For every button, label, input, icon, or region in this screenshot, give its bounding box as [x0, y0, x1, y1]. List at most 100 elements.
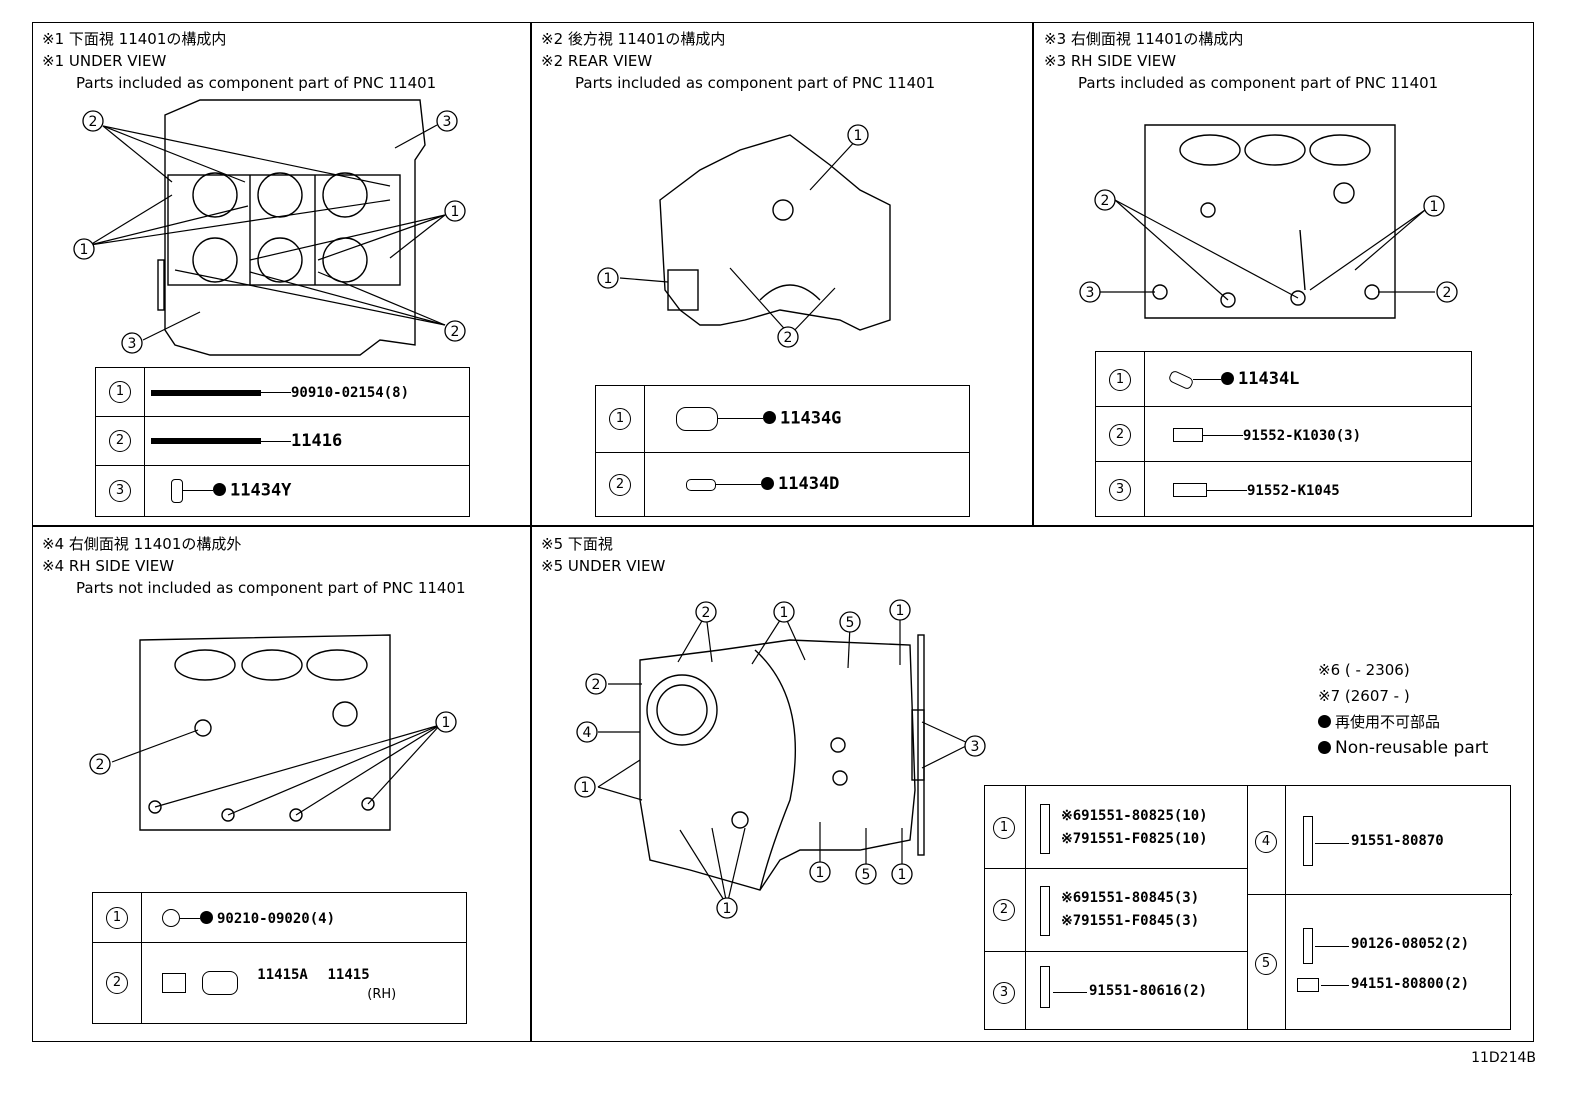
part-number: 91552-K1045: [1247, 482, 1340, 499]
callout-2: 2: [109, 430, 131, 453]
part-number: ※791551-F0845(3): [1061, 913, 1200, 929]
callout-3: 3: [436, 110, 458, 132]
panel-5-header: ※5 下面視 ※5 UNDER VIEW: [541, 533, 665, 577]
svg-text:5: 5: [862, 867, 871, 883]
svg-text:1: 1: [896, 603, 905, 619]
callout-1: 1: [809, 861, 831, 883]
part-number: 11434Y: [230, 480, 292, 501]
non-reusable-marker: [200, 910, 213, 924]
part-number: 91551-80616(2): [1089, 983, 1208, 999]
table-row: 3 11434Y: [95, 464, 470, 518]
non-reusable-marker: [761, 477, 774, 491]
divider: [32, 525, 1534, 527]
callout-1: 1: [1423, 195, 1445, 217]
panel-title: ※5 下面視: [541, 535, 613, 553]
callout-2: 2: [444, 320, 466, 342]
panel-note: Parts included as component part of PNC …: [76, 74, 437, 92]
part-number: 91551-80870: [1351, 833, 1444, 849]
panel-note: Parts included as component part of PNC …: [575, 74, 936, 92]
panel-view: ※5 UNDER VIEW: [541, 557, 666, 575]
callout-5: 5: [1255, 953, 1277, 975]
non-reusable-marker: [213, 483, 226, 497]
svg-text:2: 2: [96, 757, 105, 773]
parts-table-5: 1 2 3 4 5 ※691551-80825(10) ※791551-F082…: [984, 785, 1512, 1030]
callout-2: 2: [777, 326, 799, 348]
table-row: 1 11434L: [1095, 351, 1472, 407]
diagram-frame: [32, 22, 1534, 1042]
divider: [1032, 22, 1034, 526]
panel-1-header: ※1 下面視 11401の構成内 ※1 UNDER VIEW Parts inc…: [42, 28, 436, 94]
panel-4-header: ※4 右側面視 11401の構成外 ※4 RH SIDE VIEW Parts …: [42, 533, 466, 599]
part-number: 91552-K1030(3): [1243, 427, 1362, 444]
svg-text:1: 1: [581, 780, 590, 796]
table-row: 2 11434D: [595, 451, 970, 518]
part-number: 90910-02154(8): [291, 385, 410, 402]
callout-2: 2: [1436, 281, 1458, 303]
table-row: 1 90910-02154(8): [95, 367, 470, 417]
callout-5: 5: [855, 863, 877, 885]
callout-2: 2: [82, 110, 104, 132]
callout-1: 1: [716, 897, 738, 919]
svg-text:1: 1: [816, 865, 825, 881]
side-note: (RH): [367, 986, 397, 1002]
non-reusable-marker: [1318, 741, 1331, 754]
part-number: 94151-80800(2): [1351, 976, 1470, 992]
part-number: 11416: [291, 430, 343, 451]
panel-note: Parts not included as component part of …: [76, 579, 466, 597]
svg-text:2: 2: [784, 330, 793, 346]
legend: ※6 ( - 2306) ※7 (2607 - ) 再使用不可部品 Non-re…: [1318, 657, 1488, 761]
non-reusable-marker: [1221, 372, 1234, 385]
legend-line-6: ※6 ( - 2306): [1318, 661, 1410, 679]
callout-5: 5: [839, 611, 861, 633]
divider: [530, 22, 532, 1042]
svg-text:1: 1: [604, 271, 613, 287]
table-row: 1 90210-09020(4): [92, 892, 467, 943]
panel-note: Parts included as component part of PNC …: [1078, 74, 1439, 92]
non-reusable-marker: [763, 411, 776, 425]
panel-2-header: ※2 後方視 11401の構成内 ※2 REAR VIEW Parts incl…: [541, 28, 935, 94]
table-row: 2 11415A 11415 (RH): [92, 941, 467, 1025]
callout-3: 3: [964, 735, 986, 757]
callout-1: 1: [889, 599, 911, 621]
part-number: ※691551-80845(3): [1061, 890, 1200, 906]
svg-text:3: 3: [443, 114, 452, 130]
non-reusable-marker: [1318, 715, 1331, 728]
legend-label-en: Non-reusable part: [1335, 738, 1489, 758]
part-number: ※791551-F0825(10): [1061, 831, 1208, 847]
svg-text:3: 3: [1086, 285, 1095, 301]
svg-text:1: 1: [898, 867, 907, 883]
panel-title: ※3 右側面視 11401の構成内: [1044, 30, 1244, 48]
callout-1: 1: [574, 776, 596, 798]
panel-title: ※4 右側面視 11401の構成外: [42, 535, 242, 553]
callout-1: 1: [444, 200, 466, 222]
callout-1: 1: [106, 906, 128, 929]
callouts: 2 3 1 1 3 2 1 1 2 2 1 3 2 2 1 2 1 5 1 2 …: [73, 110, 1458, 919]
callout-2: 2: [1109, 423, 1131, 446]
legend-line-7: ※7 (2607 - ): [1318, 687, 1410, 705]
panel-title: ※2 後方視 11401の構成内: [541, 30, 726, 48]
panel-view: ※2 REAR VIEW: [541, 52, 653, 70]
svg-text:2: 2: [592, 677, 601, 693]
callout-2: 2: [695, 601, 717, 623]
legend-item: 再使用不可部品: [1318, 709, 1488, 735]
table-row: 3 91552-K1045: [1095, 461, 1472, 517]
svg-text:1: 1: [80, 242, 89, 258]
callout-1: 1: [1109, 368, 1131, 391]
svg-text:1: 1: [442, 715, 451, 731]
panel-3-header: ※3 右側面視 11401の構成内 ※3 RH SIDE VIEW Parts …: [1044, 28, 1438, 94]
callout-4: 4: [1255, 831, 1277, 853]
part-number: 11415A: [257, 966, 308, 983]
svg-text:5: 5: [846, 615, 855, 631]
callout-3: 3: [121, 332, 143, 354]
engine-block-under-view-2: [639, 634, 925, 891]
parts-table-4: 1 90210-09020(4) 2 11415A 11415 (RH): [92, 892, 467, 1025]
part-number: 90126-08052(2): [1351, 936, 1470, 952]
callout-2: 2: [1094, 189, 1116, 211]
svg-text:2: 2: [451, 324, 460, 340]
callout-1: 1: [773, 601, 795, 623]
engine-block-rear-view: [659, 134, 891, 331]
table-row: 2 11416: [95, 415, 470, 466]
part-number: 11434G: [780, 408, 842, 429]
svg-text:2: 2: [1443, 285, 1452, 301]
